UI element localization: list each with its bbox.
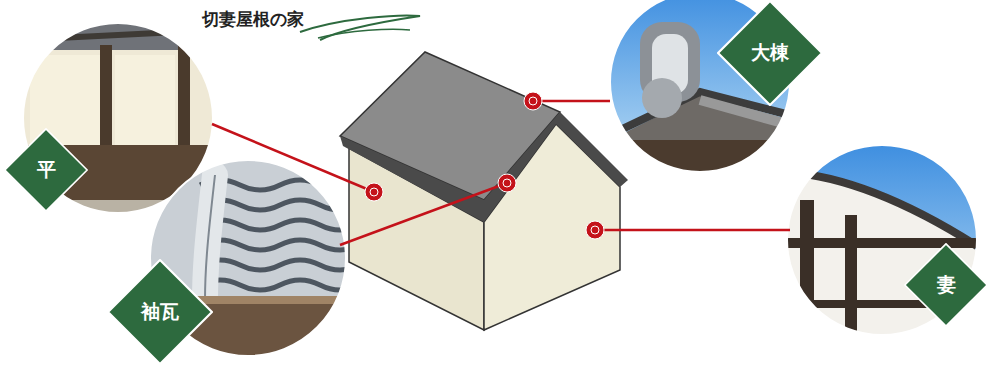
part-label: 大棟 bbox=[751, 40, 789, 66]
label-diamond: 平 bbox=[4, 128, 88, 212]
label-diamond: 妻 bbox=[904, 243, 988, 327]
part-label: 妻 bbox=[937, 272, 956, 298]
diagram-title: 切妻屋根の家 bbox=[202, 8, 304, 31]
part-label: 袖瓦 bbox=[141, 299, 179, 325]
label-diamond: 袖瓦 bbox=[107, 259, 213, 365]
part-label: 平 bbox=[37, 157, 56, 183]
label-diamond: 大棟 bbox=[717, 0, 823, 106]
